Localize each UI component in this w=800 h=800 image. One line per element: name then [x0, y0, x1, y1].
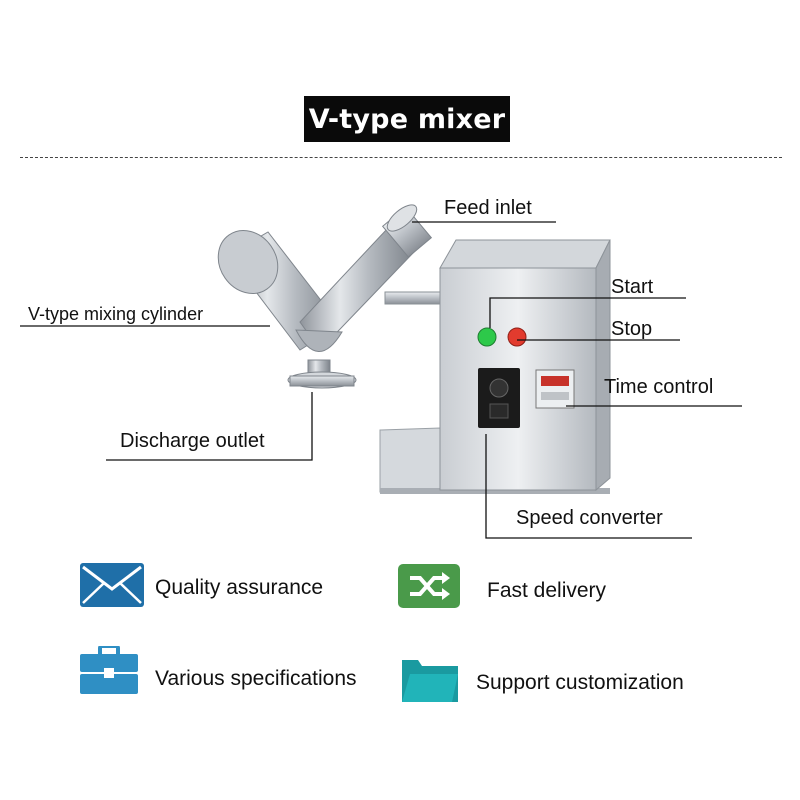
page-title: V-type mixer	[304, 96, 510, 142]
feature-support-customization: Support customization	[476, 671, 684, 694]
envelope-icon	[80, 563, 144, 607]
feature-fast-delivery: Fast delivery	[487, 579, 607, 602]
shuffle-icon	[398, 564, 460, 608]
briefcase-icon	[80, 644, 138, 694]
v-type-mixer-illustration	[20, 204, 742, 539]
control-cabinet	[439, 239, 611, 492]
v-mixing-cylinder	[217, 204, 433, 389]
label-feed-inlet: Feed inlet	[444, 197, 532, 219]
base-plate	[379, 427, 610, 494]
label-start: Start	[611, 276, 654, 298]
label-speed-converter: Speed converter	[516, 507, 663, 529]
label-discharge-outlet: Discharge outlet	[120, 430, 265, 452]
label-stop: Stop	[611, 318, 653, 340]
dashed-divider	[20, 157, 782, 158]
folder-icon	[402, 658, 458, 702]
label-time-control: Time control	[604, 376, 714, 398]
callout-lines	[20, 221, 742, 539]
feature-various-specifications: Various specifications	[155, 667, 357, 690]
feature-quality-assurance: Quality assurance	[155, 576, 324, 599]
label-mixing-cylinder: V-type mixing cylinder	[28, 304, 204, 324]
